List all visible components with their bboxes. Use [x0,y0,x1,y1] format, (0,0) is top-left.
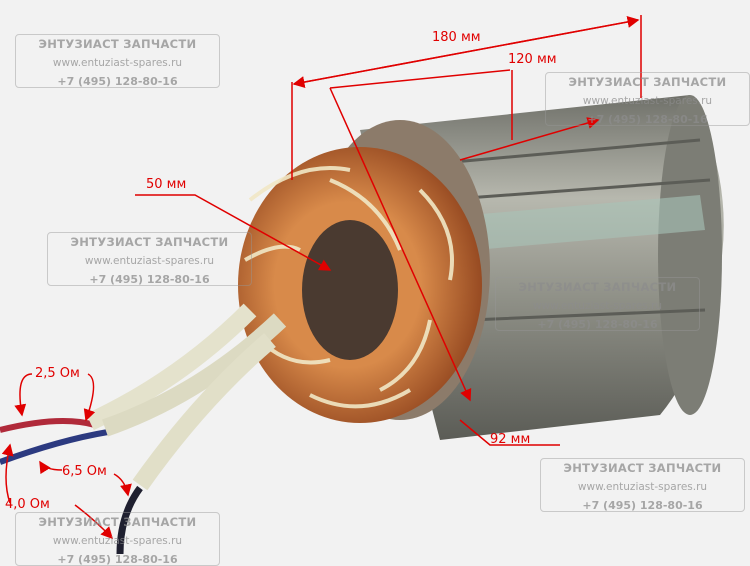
stator-bore [302,220,398,360]
dimension-core-length: 120 мм [508,52,557,67]
watermark-url: www.entuziast-spares.ru [52,535,183,547]
lead-wires [0,303,287,554]
resistance-arrows [1,373,132,540]
dimension-outer-diameter: 92 мм [490,432,531,447]
watermark-url: www.entuziast-spares.ru [582,95,713,107]
dimension-lines [135,15,642,446]
watermark-title: ЭНТУЗИАСТ ЗАПЧАСТИ [70,235,229,249]
watermark-title: ЭНТУЗИАСТ ЗАПЧАСТИ [563,461,722,475]
watermark-title: ЭНТУЗИАСТ ЗАПЧАСТИ [518,280,677,294]
dimension-inner-diameter: 50 мм [146,177,187,192]
watermark: ЭНТУЗИАСТ ЗАПЧАСТИ www.entuziast-spares.… [540,458,745,512]
watermark-title: ЭНТУЗИАСТ ЗАПЧАСТИ [38,37,197,51]
resistance-blue-black: 6,5 Ом [62,464,107,479]
watermark: ЭНТУЗИАСТ ЗАПЧАСТИ www.entuziast-spares.… [47,232,252,286]
watermark-phone: +7 (495) 128-80-16 [57,553,178,566]
watermark-phone: +7 (495) 128-80-16 [89,273,210,286]
dimension-length: 180 мм [432,30,481,45]
watermark-phone: +7 (495) 128-80-16 [582,499,703,512]
watermark-url: www.entuziast-spares.ru [532,300,663,312]
watermark: ЭНТУЗИАСТ ЗАПЧАСТИ www.entuziast-spares.… [495,277,700,331]
watermark-phone: +7 (495) 128-80-16 [57,75,178,88]
watermark-title: ЭНТУЗИАСТ ЗАПЧАСТИ [38,515,197,529]
watermark: ЭНТУЗИАСТ ЗАПЧАСТИ www.entuziast-spares.… [15,512,220,566]
watermark: ЭНТУЗИАСТ ЗАПЧАСТИ www.entuziast-spares.… [545,72,750,126]
resistance-red-blue: 2,5 Ом [35,366,80,381]
watermark-title: ЭНТУЗИАСТ ЗАПЧАСТИ [568,75,727,89]
resistance-red-black: 4,0 Ом [5,497,50,512]
watermark-phone: +7 (495) 128-80-16 [587,113,708,126]
stator-photo [0,15,724,554]
watermark: ЭНТУЗИАСТ ЗАПЧАСТИ www.entuziast-spares.… [15,34,220,88]
watermark-url: www.entuziast-spares.ru [52,57,183,69]
stator-core-end [658,95,722,415]
watermark-url: www.entuziast-spares.ru [84,255,215,267]
watermark-phone: +7 (495) 128-80-16 [537,318,658,331]
watermark-url: www.entuziast-spares.ru [577,481,708,493]
